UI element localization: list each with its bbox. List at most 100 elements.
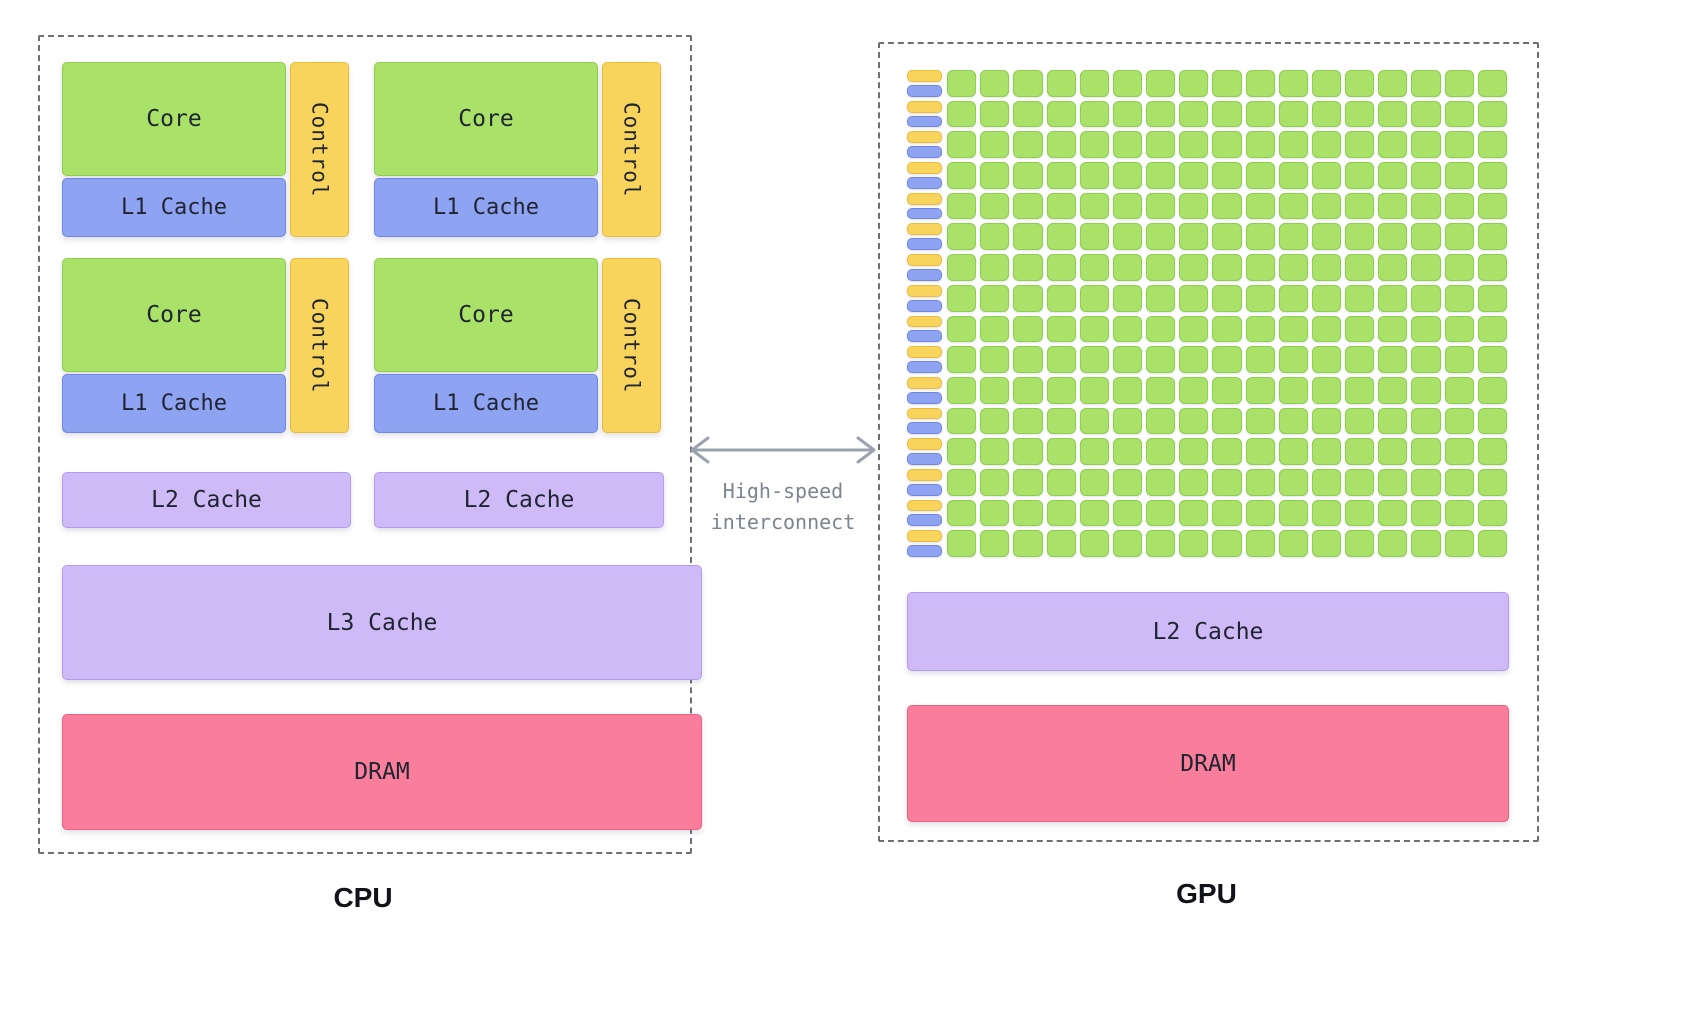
cpu-core-block: Core bbox=[374, 62, 598, 176]
gpu-alu-cell bbox=[980, 284, 1010, 312]
gpu-alu-cell bbox=[1112, 499, 1143, 527]
control-label: Control bbox=[307, 101, 332, 198]
gpu-alu-cell bbox=[1378, 499, 1408, 527]
gpu-alu-cell bbox=[1212, 346, 1242, 373]
cpu-core-block: Core bbox=[62, 62, 286, 176]
gpu-alu-cell bbox=[1046, 162, 1076, 189]
gpu-alu-cell bbox=[1444, 192, 1474, 220]
gpu-alu-cell bbox=[1378, 376, 1408, 404]
l3-cache-label: L3 Cache bbox=[326, 609, 438, 636]
gpu-alu-cell bbox=[1444, 70, 1474, 97]
cpu-l1-cache-block: L1 Cache bbox=[374, 178, 598, 237]
gpu-alu-cell bbox=[1444, 284, 1474, 312]
gpu-alu-cell bbox=[1411, 530, 1441, 557]
gpu-alu-cell bbox=[1013, 284, 1043, 312]
core-label: Core bbox=[458, 106, 514, 132]
gpu-alu-cell bbox=[1477, 499, 1507, 527]
gpu-alu-cell bbox=[1179, 70, 1209, 97]
gpu-alu-cell bbox=[1477, 438, 1507, 465]
gpu-alu-cell bbox=[1146, 192, 1176, 220]
gpu-alu-cell bbox=[1278, 468, 1308, 496]
gpu-alu-cell bbox=[1477, 407, 1507, 435]
gpu-alu-cell bbox=[1278, 70, 1308, 97]
gpu-control-l1-pair bbox=[907, 438, 942, 465]
gpu-alu-cell bbox=[1378, 100, 1408, 128]
gpu-alu-cell bbox=[1411, 284, 1441, 312]
gpu-alu-cell bbox=[947, 346, 977, 373]
gpu-alu-cell bbox=[1311, 254, 1342, 281]
gpu-alu-cell bbox=[1278, 407, 1308, 435]
gpu-alu-cell bbox=[1411, 192, 1441, 220]
gpu-alu-cell bbox=[947, 468, 977, 496]
gpu-alu-cell bbox=[1146, 376, 1176, 404]
gpu-alu-cell bbox=[1013, 131, 1043, 159]
gpu-alu-cell bbox=[1345, 407, 1375, 435]
gpu-alu-cell bbox=[1345, 254, 1375, 281]
gpu-alu-cell bbox=[980, 376, 1010, 404]
gpu-alu-cell bbox=[1245, 192, 1275, 220]
gpu-alu-cell bbox=[980, 407, 1010, 435]
gpu-alu-cell bbox=[1079, 131, 1109, 159]
gpu-alu-cell bbox=[1079, 438, 1109, 465]
gpu-alu-cell bbox=[1013, 223, 1043, 251]
gpu-control-cell bbox=[907, 407, 942, 420]
gpu-alu-cell bbox=[1179, 162, 1209, 189]
gpu-alu-cell bbox=[1179, 499, 1209, 527]
gpu-alu-cell bbox=[1477, 530, 1507, 557]
gpu-alu-cell bbox=[947, 223, 977, 251]
gpu-alu-cell bbox=[1278, 499, 1308, 527]
gpu-alu-cell bbox=[1212, 468, 1242, 496]
cpu-core-block: Core bbox=[374, 258, 598, 372]
gpu-alu-cell bbox=[947, 70, 977, 97]
gpu-l1-cache-cell bbox=[907, 483, 942, 496]
gpu-control-cell bbox=[907, 438, 942, 451]
gpu-alu-cell bbox=[980, 192, 1010, 220]
gpu-alu-cell bbox=[1112, 468, 1143, 496]
gpu-control-cell bbox=[907, 131, 942, 144]
cpu-l1-cache-block: L1 Cache bbox=[62, 178, 286, 237]
gpu-alu-cell bbox=[1245, 376, 1275, 404]
gpu-alu-cell bbox=[1013, 100, 1043, 128]
gpu-alu-cell bbox=[1278, 100, 1308, 128]
gpu-alu-cell bbox=[1311, 100, 1342, 128]
gpu-alu-cell bbox=[1245, 315, 1275, 343]
gpu-alu-cell bbox=[1345, 376, 1375, 404]
gpu-control-cell bbox=[907, 70, 942, 82]
gpu-alu-cell bbox=[1112, 530, 1143, 557]
gpu-alu-cell bbox=[1345, 223, 1375, 251]
gpu-alu-cell bbox=[1245, 100, 1275, 128]
gpu-control-cell bbox=[907, 162, 942, 174]
l2-cache-label: L2 Cache bbox=[151, 487, 262, 513]
gpu-alu-cell bbox=[1477, 315, 1507, 343]
cpu-core-unit-3: Core L1 Cache Control bbox=[62, 258, 349, 433]
gpu-alu-cell bbox=[1311, 162, 1342, 189]
gpu-alu-cell bbox=[1179, 254, 1209, 281]
gpu-control-l1-pair bbox=[907, 315, 942, 343]
gpu-alu-cell bbox=[1345, 192, 1375, 220]
gpu-alu-cell bbox=[1378, 70, 1408, 97]
gpu-control-l1-pair bbox=[907, 100, 942, 128]
gpu-alu-cell bbox=[947, 162, 977, 189]
gpu-control-cell bbox=[907, 192, 942, 205]
gpu-alu-cell bbox=[1311, 376, 1342, 404]
gpu-alu-cell bbox=[1212, 254, 1242, 281]
gpu-alu-cell bbox=[1112, 100, 1143, 128]
gpu-alu-cell bbox=[1411, 131, 1441, 159]
gpu-alu-cell bbox=[1179, 315, 1209, 343]
cpu-control-block: Control bbox=[602, 62, 661, 237]
gpu-alu-cell bbox=[1477, 100, 1507, 128]
gpu-alu-cell bbox=[1079, 254, 1109, 281]
gpu-alu-cell bbox=[1013, 162, 1043, 189]
gpu-alu-cell bbox=[1112, 70, 1143, 97]
gpu-alu-cell bbox=[1444, 407, 1474, 435]
gpu-alu-cell bbox=[1179, 438, 1209, 465]
gpu-alu-cell bbox=[1112, 254, 1143, 281]
gpu-alu-cell bbox=[1079, 162, 1109, 189]
gpu-alu-cell bbox=[1378, 192, 1408, 220]
interconnect-label: High-speed interconnect bbox=[684, 476, 882, 538]
gpu-alu-cell bbox=[1046, 223, 1076, 251]
gpu-alu-cell bbox=[1311, 131, 1342, 159]
gpu-alu-cell bbox=[1079, 192, 1109, 220]
gpu-alu-cell bbox=[1112, 407, 1143, 435]
gpu-alu-cell bbox=[947, 192, 977, 220]
